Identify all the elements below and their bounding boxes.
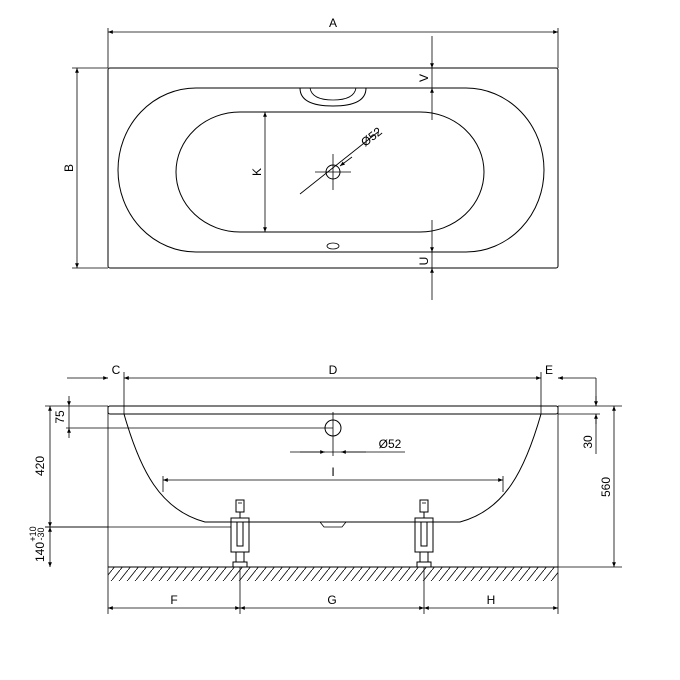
- foot-right: [414, 499, 434, 568]
- label-waste-diameter-top: Ø52: [358, 124, 385, 149]
- label-140-tol-plus: +10: [28, 526, 38, 541]
- drain-outline: [326, 242, 340, 250]
- label-k: K: [250, 168, 264, 176]
- label-c: C: [112, 363, 121, 377]
- label-560: 560: [599, 477, 613, 497]
- label-f: F: [170, 593, 177, 607]
- label-e: E: [545, 363, 553, 377]
- tub-outer-rim: [107, 67, 559, 269]
- foot-left: [230, 499, 250, 568]
- label-140: 140: [33, 542, 47, 562]
- label-b: B: [62, 164, 76, 172]
- label-140-tol-minus: -30: [36, 527, 46, 540]
- label-30: 30: [581, 435, 595, 449]
- label-i: I: [331, 465, 334, 479]
- label-v: V: [417, 74, 431, 82]
- tub-basin-bottom: [175, 111, 485, 233]
- label-a: A: [329, 16, 337, 30]
- label-h: H: [487, 593, 496, 607]
- label-waste-diameter-side: Ø52: [379, 437, 402, 451]
- floor-hatch: [108, 567, 558, 581]
- label-g: G: [327, 593, 336, 607]
- label-d: D: [329, 363, 338, 377]
- top-view: A B K Ø52 V U: [62, 16, 559, 300]
- label-u: U: [417, 257, 431, 266]
- tub-inner-shell: [117, 87, 545, 253]
- label-420: 420: [33, 456, 47, 476]
- overflow-notch: [299, 87, 367, 107]
- tub-body-side: [123, 413, 542, 523]
- label-75: 75: [53, 410, 67, 424]
- side-view: Ø52 C D E: [28, 363, 622, 614]
